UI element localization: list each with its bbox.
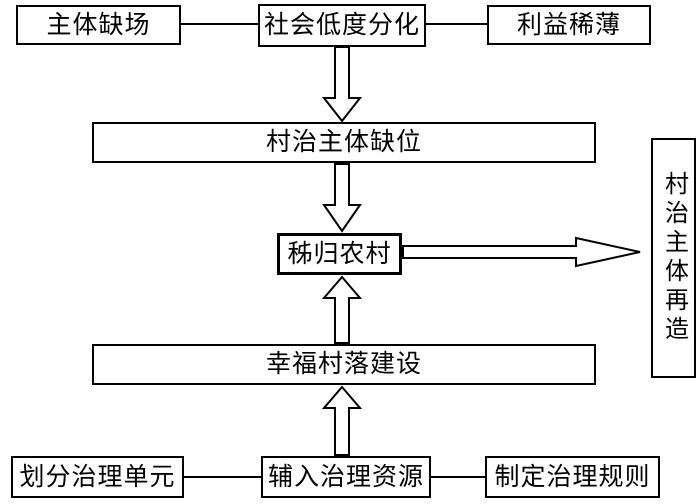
box-input-governance-resources: 辅入治理资源	[261, 456, 431, 498]
box-governance-subject-rebuild: 村治主体再造	[651, 138, 696, 378]
arrow-up-happy-village-to-zigui-icon	[321, 275, 363, 344]
box-thin-interests: 利益稀薄	[487, 5, 651, 45]
arrow-up-input-resources-to-happy-village-icon	[321, 385, 363, 456]
arrow-down-vacancy-to-zigui-icon	[322, 163, 362, 233]
box-low-social-differentiation: 社会低度分化	[258, 4, 426, 47]
box-governance-subject-vacancy: 村治主体缺位	[92, 122, 596, 163]
arrow-right-zigui-to-rebuild-icon	[402, 236, 641, 268]
box-subject-absence: 主体缺场	[16, 5, 181, 45]
arrow-down-low-diff-to-vacancy-icon	[321, 46, 363, 123]
box-happy-village-construction: 幸福村落建设	[92, 344, 596, 385]
box-divide-governance-units: 划分治理单元	[11, 456, 184, 498]
box-zigui-rural: 秭归农村	[277, 233, 402, 275]
box-make-governance-rules: 制定治理规则	[485, 456, 660, 498]
